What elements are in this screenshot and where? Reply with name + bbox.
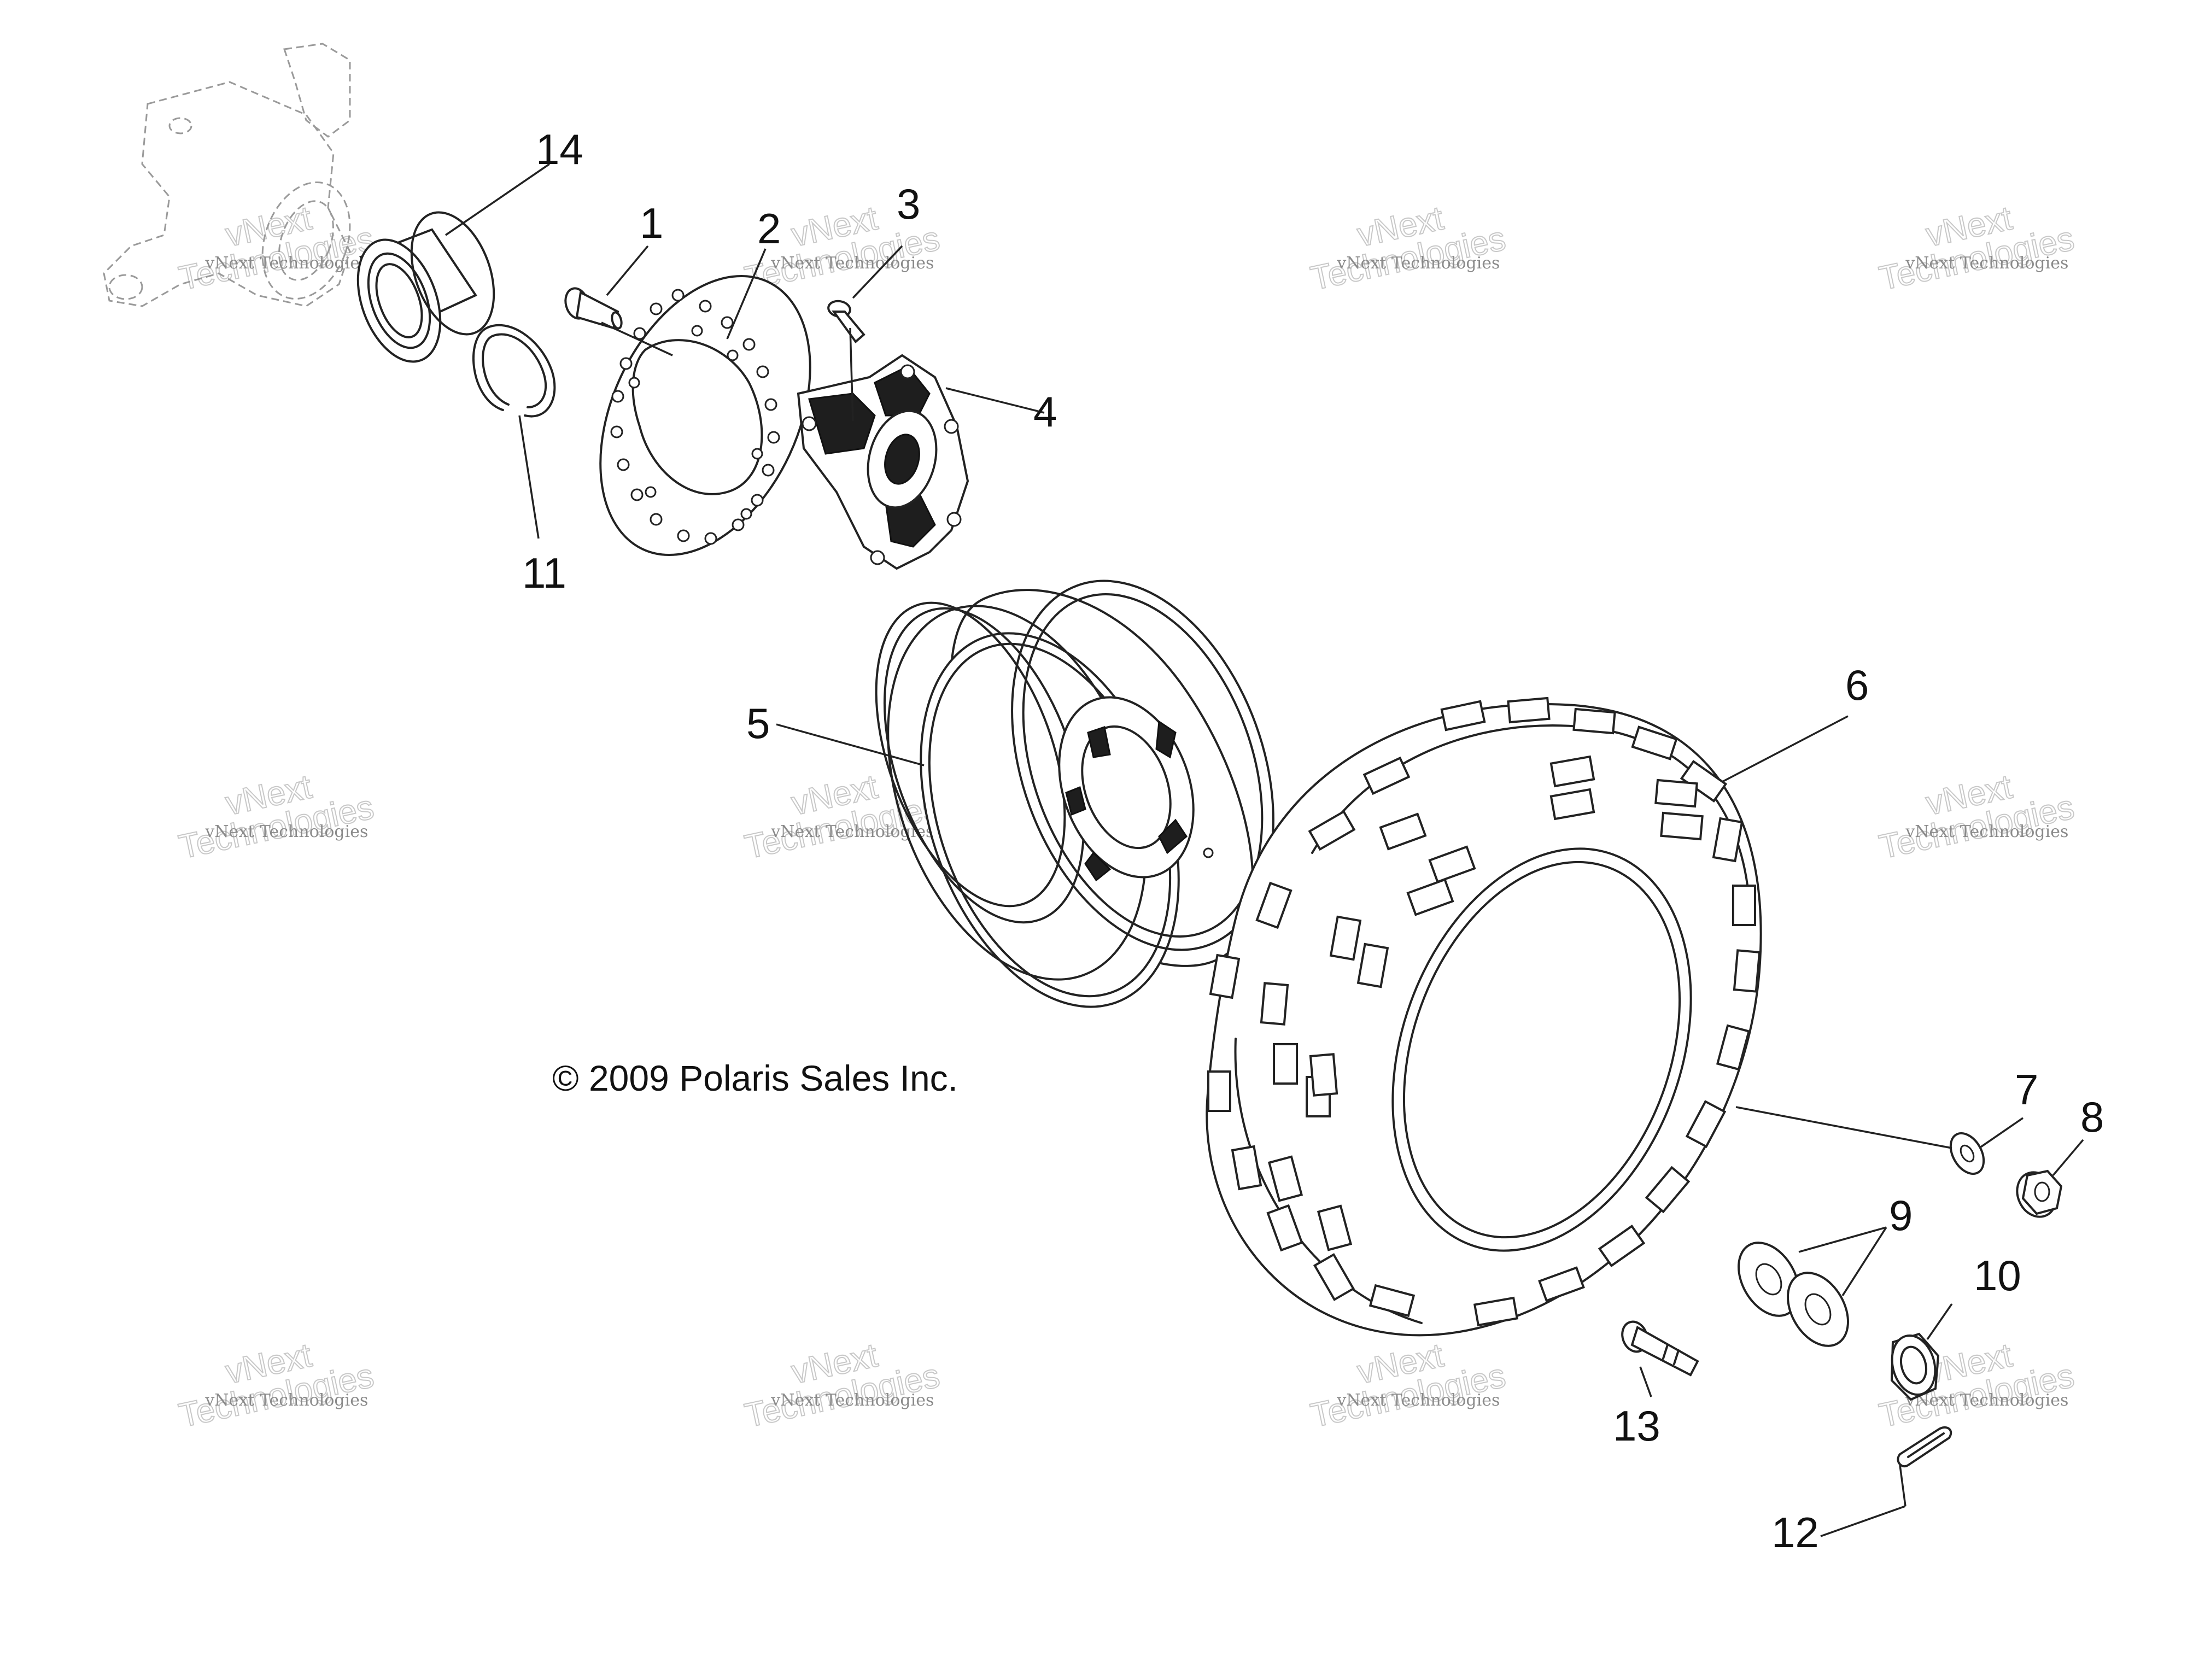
callout-labels: 14 1 2 3 4 5 6 7 8 9 10 11 12 13 xyxy=(522,125,2104,1556)
copyright-notice: © 2009 Polaris Sales Inc. xyxy=(552,1058,958,1098)
watermark: Technologies vNext vNext Technologies xyxy=(175,1336,377,1436)
steering-knuckle-ghost xyxy=(103,43,351,307)
part-3-bolt[interactable] xyxy=(827,300,865,343)
svg-text:vNext Technologies: vNext Technologies xyxy=(1336,254,1500,273)
callout-3: 3 xyxy=(897,180,920,228)
part-8-flange-nut[interactable] xyxy=(2010,1166,2063,1224)
brake-disc-vent-holes xyxy=(610,289,780,545)
callout-4: 4 xyxy=(1033,388,1057,436)
callout-7: 7 xyxy=(2015,1066,2038,1114)
svg-text:vNext Technologies: vNext Technologies xyxy=(1336,1391,1500,1410)
leader-lines xyxy=(445,163,2084,1537)
svg-text:vNext Technologies: vNext Technologies xyxy=(1905,254,2068,273)
callout-6: 6 xyxy=(1845,661,1869,709)
svg-text:vNext Technologies: vNext Technologies xyxy=(770,254,934,273)
svg-text:vNext Technologies: vNext Technologies xyxy=(204,1391,368,1410)
callout-8: 8 xyxy=(2080,1093,2104,1141)
callout-1: 1 xyxy=(640,199,663,247)
callout-14: 14 xyxy=(536,125,583,173)
part-9-washers[interactable] xyxy=(1726,1232,1860,1357)
watermark: Technologies vNext vNext Technologies xyxy=(1307,199,1509,298)
part-7-washer[interactable] xyxy=(1944,1127,1990,1179)
part-4-wheel-hub[interactable] xyxy=(797,354,969,570)
watermark: Technologies vNext vNext Technologies xyxy=(1307,1336,1509,1436)
callout-13: 13 xyxy=(1613,1402,1660,1450)
callout-10: 10 xyxy=(1974,1251,2021,1299)
svg-text:vNext Technologies: vNext Technologies xyxy=(204,254,368,273)
watermark: Technologies vNext vNext Technologies xyxy=(175,768,377,867)
part-5-rim[interactable] xyxy=(839,545,1321,1043)
callout-12: 12 xyxy=(1771,1508,1819,1556)
callout-5: 5 xyxy=(746,699,770,747)
callout-9: 9 xyxy=(1889,1191,1913,1239)
part-1-wheel-stud[interactable] xyxy=(562,286,623,330)
part-11-snap-ring[interactable] xyxy=(472,324,556,418)
part-14-wheel-bearing[interactable] xyxy=(342,201,509,373)
callout-2: 2 xyxy=(757,204,781,253)
watermark: Technologies vNext vNext Technologies xyxy=(741,1336,943,1436)
part-6-tire[interactable] xyxy=(1206,696,1762,1337)
watermark: Technologies vNext vNext Technologies xyxy=(1875,199,2078,298)
part-13-bolt[interactable] xyxy=(1618,1318,1699,1377)
watermark: Technologies vNext vNext Technologies xyxy=(1875,768,2078,867)
tire-tread-blocks xyxy=(1207,696,1761,1327)
svg-text:vNext Technologies: vNext Technologies xyxy=(1905,822,2068,841)
svg-text:vNext Technologies: vNext Technologies xyxy=(1905,1391,2068,1410)
part-12-cotter-pin[interactable] xyxy=(1897,1426,1952,1467)
svg-text:vNext Technologies: vNext Technologies xyxy=(770,1391,934,1410)
svg-text:vNext Technologies: vNext Technologies xyxy=(204,822,368,841)
callout-11: 11 xyxy=(522,549,566,597)
part-10-castle-nut[interactable] xyxy=(1886,1331,1941,1401)
watermark: Technologies vNext vNext Technologies xyxy=(741,768,943,867)
